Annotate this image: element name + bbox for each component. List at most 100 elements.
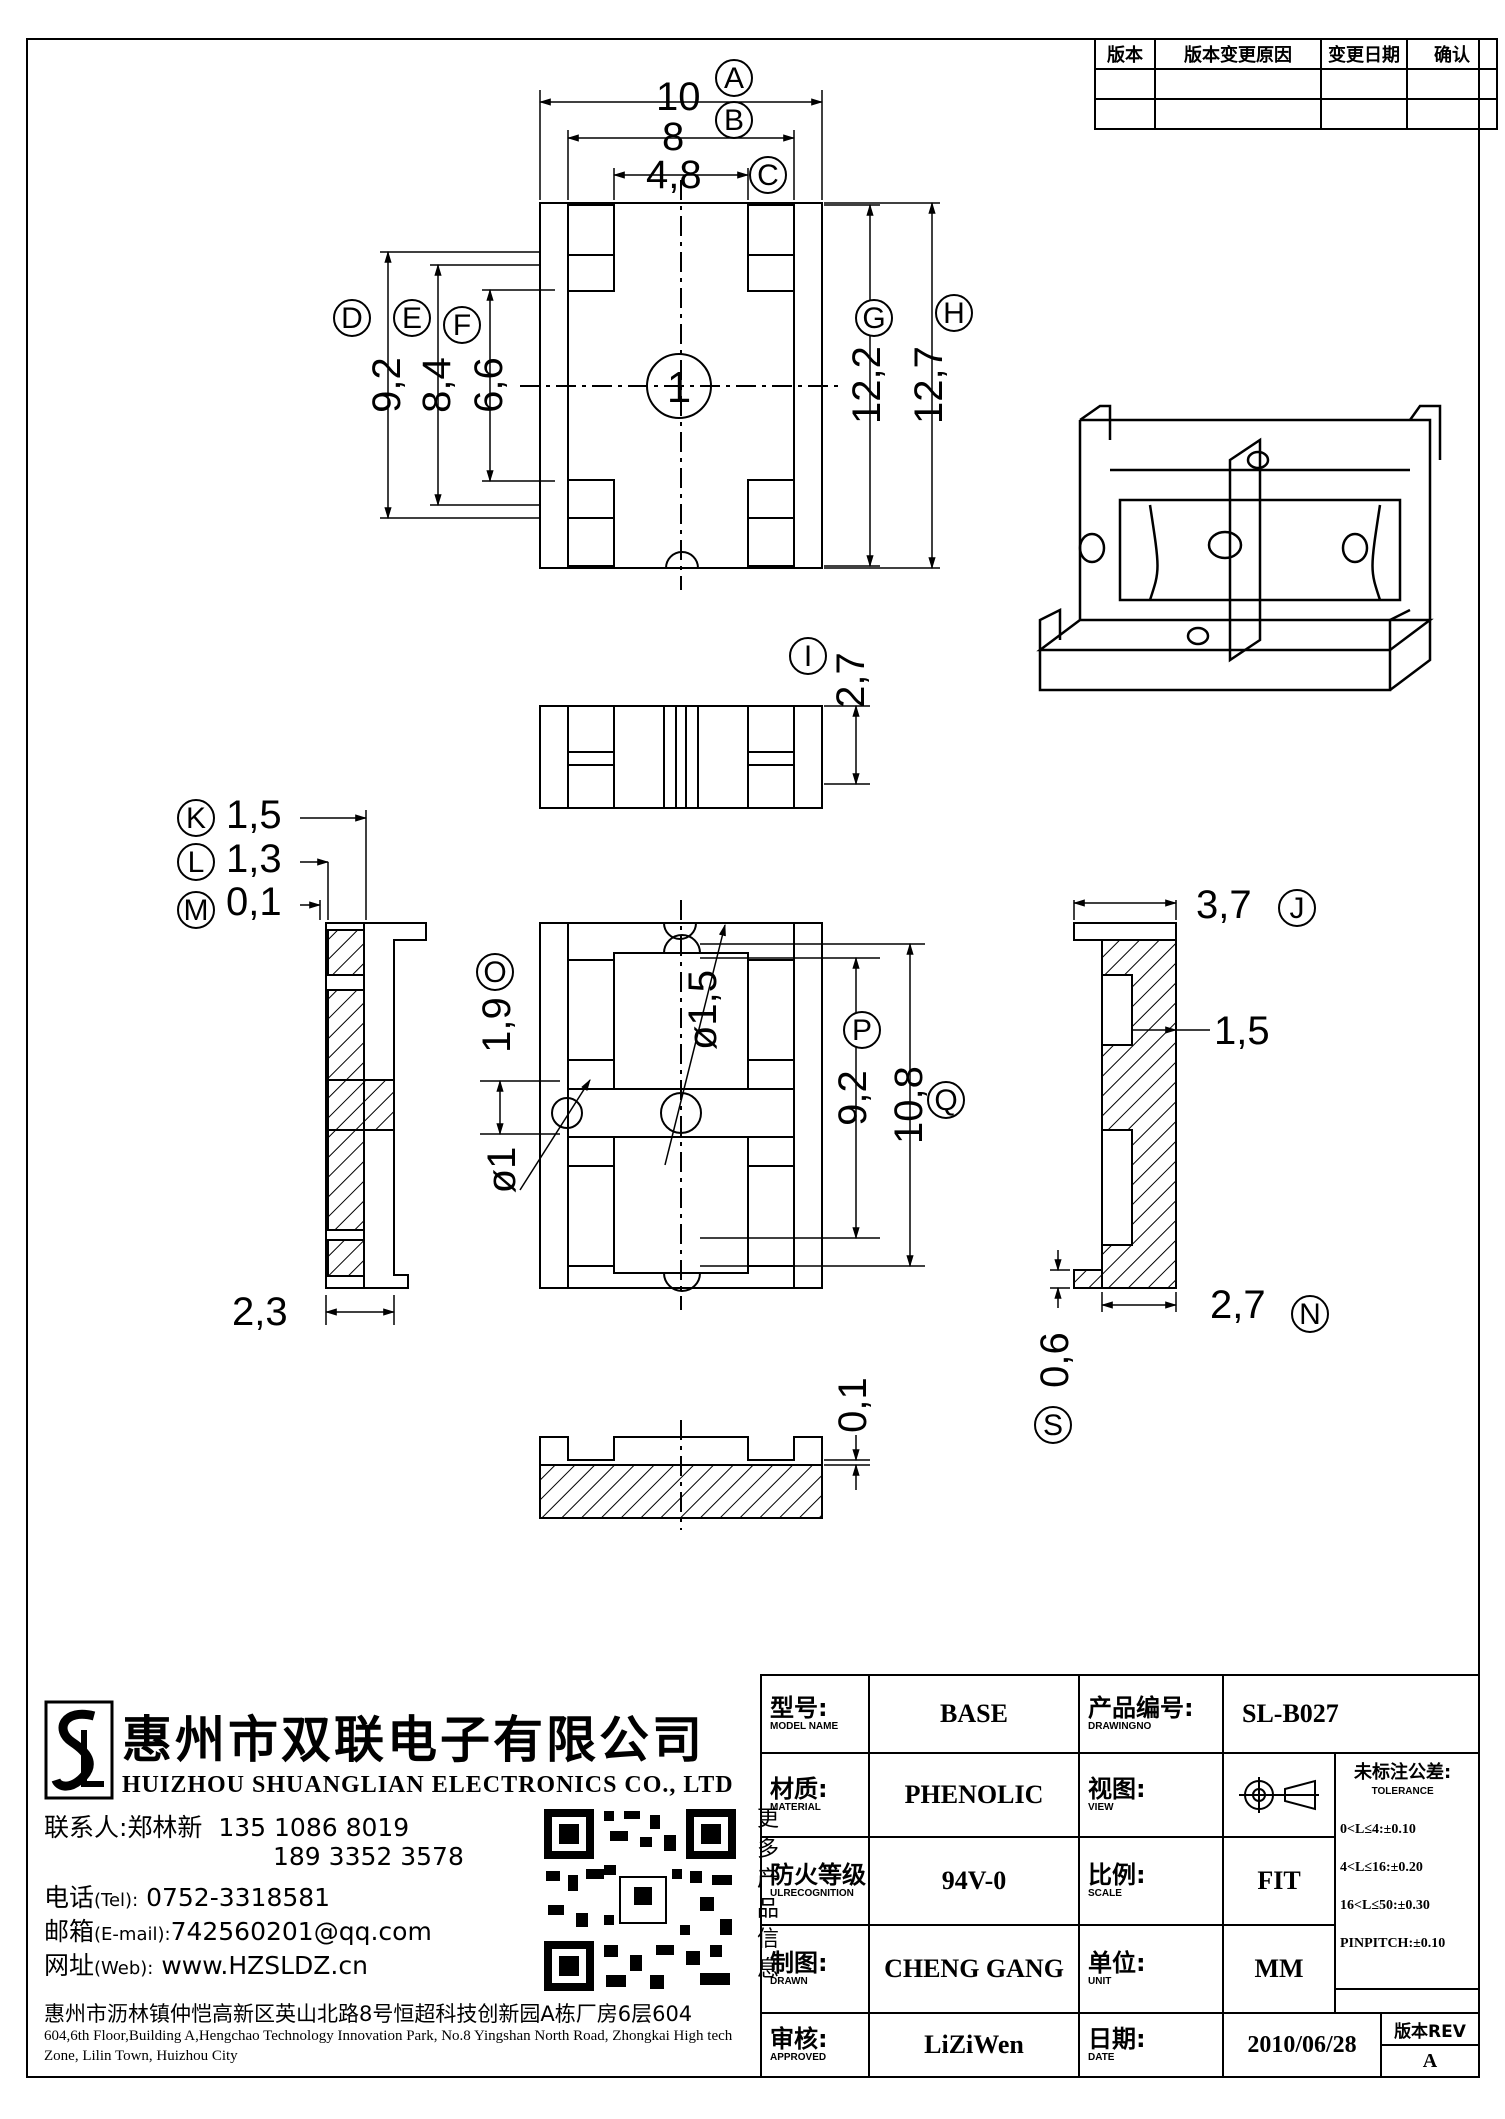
dim-f: 6,6 xyxy=(467,357,511,413)
tag-label-e: E xyxy=(402,302,422,335)
dim-bottom-01: 0,1 xyxy=(831,1377,875,1433)
unit-label: 单位:UNIT xyxy=(1078,1924,1224,2014)
tag-label-p: P xyxy=(852,1014,872,1047)
projection-symbol-icon xyxy=(1222,1752,1336,1838)
tel-number: 0752-3318581 xyxy=(146,1883,331,1912)
dim-j: 3,7 xyxy=(1196,883,1252,927)
flame-value: 94V-0 xyxy=(868,1836,1080,1926)
contact-phone-1: 135 1086 8019 xyxy=(218,1813,410,1842)
tolerance-block: 未标注公差: TOLERANCE 0<L≤4:±0.10 4<L≤16:±0.2… xyxy=(1334,1752,1480,1990)
tolerance-2: 4<L≤16:±0.20 xyxy=(1340,1860,1423,1875)
dim-p: 9,2 xyxy=(831,1070,875,1126)
top-view xyxy=(520,180,842,590)
tag-circle-h xyxy=(935,294,973,332)
tag-label-i: I xyxy=(804,640,812,673)
tag-label-s: S xyxy=(1043,1409,1063,1442)
tag-circle-i xyxy=(789,637,827,675)
tag-circle-s xyxy=(1034,1406,1072,1444)
date-label: 日期:DATE xyxy=(1078,2012,1224,2078)
approved-value: LiZiWen xyxy=(868,2012,1080,2078)
tag-label-c: C xyxy=(757,159,779,192)
tag-label-b: B xyxy=(724,104,744,137)
model-label: 型号:MODEL NAME xyxy=(760,1674,870,1754)
drawing-no-label: 产品编号:DRAWINGNO xyxy=(1078,1674,1224,1754)
material-value: PHENOLIC xyxy=(868,1752,1080,1838)
pin-number: 1 xyxy=(667,363,691,412)
drawing-frame xyxy=(26,38,1480,2078)
tag-circle-n xyxy=(1291,1295,1329,1333)
dim-s: 0,6 xyxy=(1033,1332,1077,1388)
tag-label-k: K xyxy=(186,802,206,835)
company-logo-icon xyxy=(44,1700,114,1800)
drawn-label: 制图:DRAWN xyxy=(760,1924,870,2014)
dim-a: 10 xyxy=(656,75,701,119)
contact-phone-2: 189 3352 3578 xyxy=(273,1842,464,1871)
rev-col-confirm: 确认 xyxy=(1406,38,1498,70)
dim-i: 2,7 xyxy=(829,652,873,708)
tag-label-g: G xyxy=(862,302,885,335)
rev-value: A xyxy=(1380,2044,1480,2078)
rev-label: 版本REV xyxy=(1380,2012,1480,2046)
left-section-view xyxy=(325,922,427,1289)
address-cn: 惠州市沥林镇仲恺高新区英山北路8号恒超科技创新园A栋厂房6层604 xyxy=(44,2002,693,2026)
tag-label-a: A xyxy=(724,62,744,95)
tag-circle-m xyxy=(177,891,215,929)
mail-address: 742560201@qq.com xyxy=(170,1917,432,1946)
tag-circle-b xyxy=(715,101,753,139)
dim-k: 1,5 xyxy=(226,793,282,837)
date-value: 2010/06/28 xyxy=(1222,2012,1382,2078)
tag-circle-g xyxy=(855,299,893,337)
dim-h: 12,7 xyxy=(907,346,951,424)
tolerance-4: PINPITCH:±0.10 xyxy=(1340,1936,1446,1951)
rev-col-reason: 版本变更原因 xyxy=(1154,38,1322,70)
scale-label: 比例:SCALE xyxy=(1078,1836,1224,1926)
company-block: 惠州市双联电子有限公司 HUIZHOU SHUANGLIAN ELECTRONI… xyxy=(40,1680,779,2070)
unit-value: MM xyxy=(1222,1924,1336,2014)
dim-c: 4,8 xyxy=(646,153,702,197)
rev-col-date: 变更日期 xyxy=(1320,38,1408,70)
title-block: 型号:MODEL NAME BASE 产品编号:DRAWINGNO SL-B02… xyxy=(760,1674,1480,2078)
tag-circle-o xyxy=(476,953,514,991)
tag-label-m: M xyxy=(184,894,209,927)
mail-line: 邮箱(E-mail):742560201@qq.com xyxy=(44,1917,432,1946)
web-line: 网址(Web): www.HZSLDZ.cn xyxy=(44,1951,368,1980)
tag-circle-d xyxy=(333,299,371,337)
isometric-view xyxy=(1036,404,1442,692)
tag-circle-a xyxy=(715,59,753,97)
tag-circle-q xyxy=(927,1081,965,1119)
tag-label-q: Q xyxy=(934,1084,957,1117)
dim-side-mid: 1,5 xyxy=(1214,1009,1270,1053)
dim-b: 8 xyxy=(662,115,684,159)
address-en: 604,6th Floor,Building A,Hengchao Techno… xyxy=(44,2028,733,2064)
dim-phi1: ø1 xyxy=(480,1147,524,1194)
rev-col-version: 版本 xyxy=(1094,38,1156,70)
tag-circle-k xyxy=(177,799,215,837)
bottom-view xyxy=(539,900,823,1310)
tag-circle-c xyxy=(749,156,787,194)
tag-circle-l xyxy=(177,843,215,881)
dim-q: 10,8 xyxy=(887,1066,931,1144)
dim-left-23: 2,3 xyxy=(232,1290,288,1334)
tolerance-3: 16<L≤50:±0.30 xyxy=(1340,1898,1430,1913)
tolerance-1: 0<L≤4:±0.10 xyxy=(1340,1822,1416,1837)
tag-label-n: N xyxy=(1299,1298,1321,1331)
web-address: www.HZSLDZ.cn xyxy=(161,1951,368,1980)
dim-g: 12,2 xyxy=(845,346,889,424)
dim-l: 1,3 xyxy=(226,837,282,881)
tag-circle-e xyxy=(393,299,431,337)
drawing-no-value: SL-B027 xyxy=(1222,1674,1480,1754)
tag-label-f: F xyxy=(453,309,471,342)
view-label: 视图:VIEW xyxy=(1078,1752,1224,1838)
company-name-cn: 惠州市双联电子有限公司 xyxy=(122,1710,705,1769)
qr-code-icon xyxy=(540,1805,740,1995)
tag-label-j: J xyxy=(1290,892,1305,925)
company-name-en: HUIZHOU SHUANGLIAN ELECTRONICS CO., LTD xyxy=(122,1772,734,1798)
qr-caption: 更多产品信息 xyxy=(756,1807,779,1982)
front-view xyxy=(539,705,823,809)
bottom-section-view xyxy=(539,1420,823,1530)
approved-label: 审核:APPROVED xyxy=(760,2012,870,2078)
dim-o: 1,9 xyxy=(475,997,519,1053)
tel-line: 电话(Tel): 0752-3318581 xyxy=(44,1883,331,1912)
